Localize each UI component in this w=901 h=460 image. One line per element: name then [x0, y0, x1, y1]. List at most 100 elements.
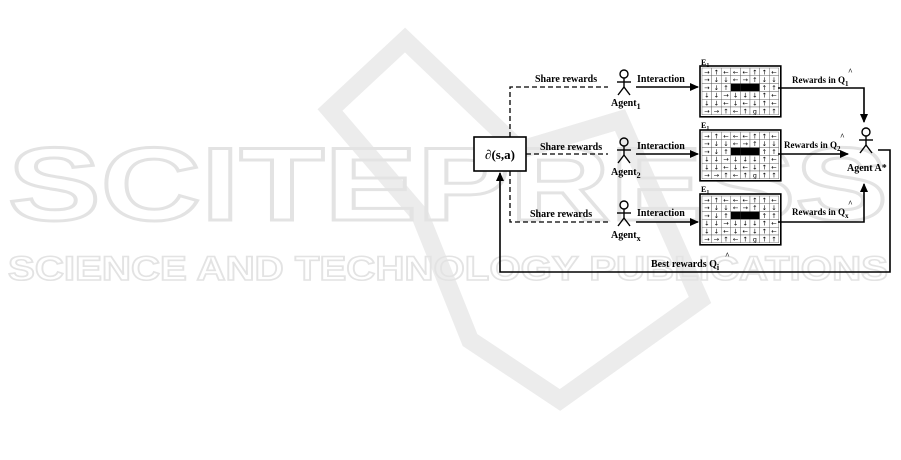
grid-arrow: ↑: [771, 84, 776, 92]
agent-2-figure-icon: [617, 137, 631, 164]
hat-mark-1: ^: [848, 67, 853, 76]
best-agent-label: Agent A*: [847, 163, 887, 174]
grid-arrow: →: [704, 212, 710, 220]
grid-arrow: ↓: [714, 148, 719, 156]
share-rewards-label-x: Share rewards: [530, 209, 592, 220]
grid-arrow: ↑: [752, 68, 757, 76]
share-line-agent-x: [509, 171, 608, 223]
grid-arrow: ↓: [762, 140, 767, 148]
grid-arrow: ↓: [762, 76, 767, 84]
grid-arrow: →: [714, 171, 720, 179]
grid-arrow: ←: [771, 220, 777, 228]
grid-arrow: →: [704, 76, 710, 84]
env-label-x: E1: [701, 185, 709, 196]
figure-right-leg: [623, 217, 631, 227]
agent-2-label: Agent2: [611, 167, 641, 180]
grid-arrow: ↓: [762, 204, 767, 212]
grid-wall-cell: [740, 211, 750, 220]
grid-arrow: ↑: [723, 235, 728, 243]
grid-arrow: ↑: [762, 100, 767, 108]
hat-mark-x: ^: [848, 199, 853, 208]
grid-arrow: ↓: [771, 76, 776, 84]
rewards-label-x: Rewards in Qx: [792, 207, 849, 220]
grid-arrow: ↓: [723, 140, 728, 148]
grid-arrow: ↑: [762, 107, 767, 115]
best-rewards-label: Best rewards Qi: [651, 259, 720, 272]
share-rewards-label-1: Share rewards: [535, 74, 597, 85]
grid-arrow: ←: [723, 132, 729, 140]
grid-arrow: ↓: [742, 92, 747, 100]
grid-arrow: ←: [733, 204, 739, 212]
grid-arrow: ↓: [733, 228, 738, 236]
grid-goal-marker: g: [753, 171, 757, 179]
grid-arrow: ↑: [771, 171, 776, 179]
grid-arrow: ↑: [723, 148, 728, 156]
grid-arrow: ↓: [714, 220, 719, 228]
grid-arrow: ←: [742, 68, 748, 76]
grid-arrow: ↑: [762, 92, 767, 100]
watermark-tagline: SCIENCE AND TECHNOLOGY PUBLICATIONS: [8, 250, 888, 288]
grid-arrow: ←: [733, 171, 739, 179]
grid-arrow: ←: [723, 228, 729, 236]
grid-arrow: ↓: [771, 140, 776, 148]
swoosh-shape: [317, 27, 712, 411]
figure-head: [861, 127, 871, 137]
grid-arrow: →: [742, 204, 748, 212]
grid-arrow: ↑: [752, 76, 757, 84]
grid-arrow: →: [704, 132, 710, 140]
hat-mark-best: ^: [725, 251, 730, 260]
grid-arrow: →: [704, 204, 710, 212]
rewards-label-1: Rewards in Q1: [792, 75, 849, 88]
figure-left-leg: [617, 154, 625, 164]
grid-arrow: ↓: [714, 140, 719, 148]
grid-arrow: ↑: [762, 228, 767, 236]
grid-arrow: →: [714, 235, 720, 243]
grid-arrow: ←: [723, 164, 729, 172]
grid-arrow: ←: [771, 68, 777, 76]
grid-arrow: ↓: [714, 228, 719, 236]
source-box: [473, 136, 527, 172]
grid-arrow: ←: [771, 100, 777, 108]
grid-arrow: ←: [742, 132, 748, 140]
grid-arrow: ↓: [714, 76, 719, 84]
agent-1-figure-icon: [617, 69, 631, 96]
grid-arrow: →: [723, 220, 729, 228]
figure-right-leg: [623, 86, 631, 96]
grid-arrow: ↓: [742, 220, 747, 228]
grid-arrow: →: [704, 148, 710, 156]
source-label: ∂(s,a): [485, 147, 515, 162]
grid-arrow: →: [704, 107, 710, 115]
figure-left-leg: [617, 217, 625, 227]
grid-arrow: →: [704, 235, 710, 243]
grid-arrow: ↓: [714, 100, 719, 108]
agent-x-figure-icon: [617, 200, 631, 227]
grid-wall-cell: [730, 211, 741, 220]
grid-arrow: ←: [771, 228, 777, 236]
share-line-agent-1: [509, 86, 608, 137]
grid-arrow: ←: [733, 68, 739, 76]
figure-head: [619, 137, 629, 147]
grid-arrow: ↑: [762, 220, 767, 228]
reward-arrow-x: [778, 183, 868, 223]
grid-arrow: ↓: [714, 212, 719, 220]
grid-wall-cell: [750, 147, 760, 156]
grid-arrow: ↑: [723, 171, 728, 179]
grid-arrow: ↓: [752, 100, 757, 108]
grid-arrow: ↑: [762, 196, 767, 204]
grid-arrow: ←: [742, 164, 748, 172]
grid-arrow: ↓: [742, 156, 747, 164]
grid-arrow: ↑: [771, 235, 776, 243]
grid-arrow: ←: [733, 132, 739, 140]
grid-arrow: ↑: [762, 68, 767, 76]
grid-cell: [769, 234, 780, 244]
interaction-label-x: Interaction: [637, 208, 685, 219]
grid-arrow: ↑: [723, 84, 728, 92]
grid-arrow: ↓: [714, 204, 719, 212]
best-rewards-feedback-arrow: [496, 149, 891, 273]
grid-arrow: ↓: [714, 84, 719, 92]
grid-arrow: ↓: [752, 156, 757, 164]
grid-arrow: ←: [742, 228, 748, 236]
grid-arrow: ↓: [704, 164, 709, 172]
figure-head: [619, 200, 629, 210]
